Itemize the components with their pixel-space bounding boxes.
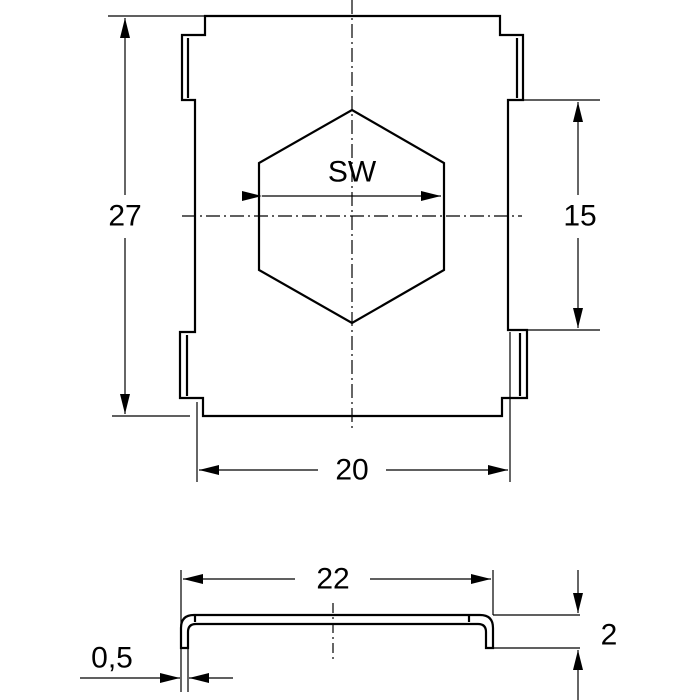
plate-top-view: SW [178,0,529,430]
dim-2-label: 2 [601,619,618,652]
dim-20-label: 20 [335,454,368,487]
dim-27-label: 27 [108,200,141,233]
dimension-27: 27 [108,15,205,417]
sw-label: SW [328,156,377,189]
dim-15-label: 15 [563,200,596,233]
side-profile [179,613,495,650]
dim-22-label: 22 [316,563,349,596]
plate-side-view: 22 2 0,5 [80,563,617,700]
plate-outline [178,14,529,418]
dimension-20: 20 [196,332,511,487]
dimension-15: 15 [510,99,600,331]
dim-0-5-label: 0,5 [91,642,133,675]
